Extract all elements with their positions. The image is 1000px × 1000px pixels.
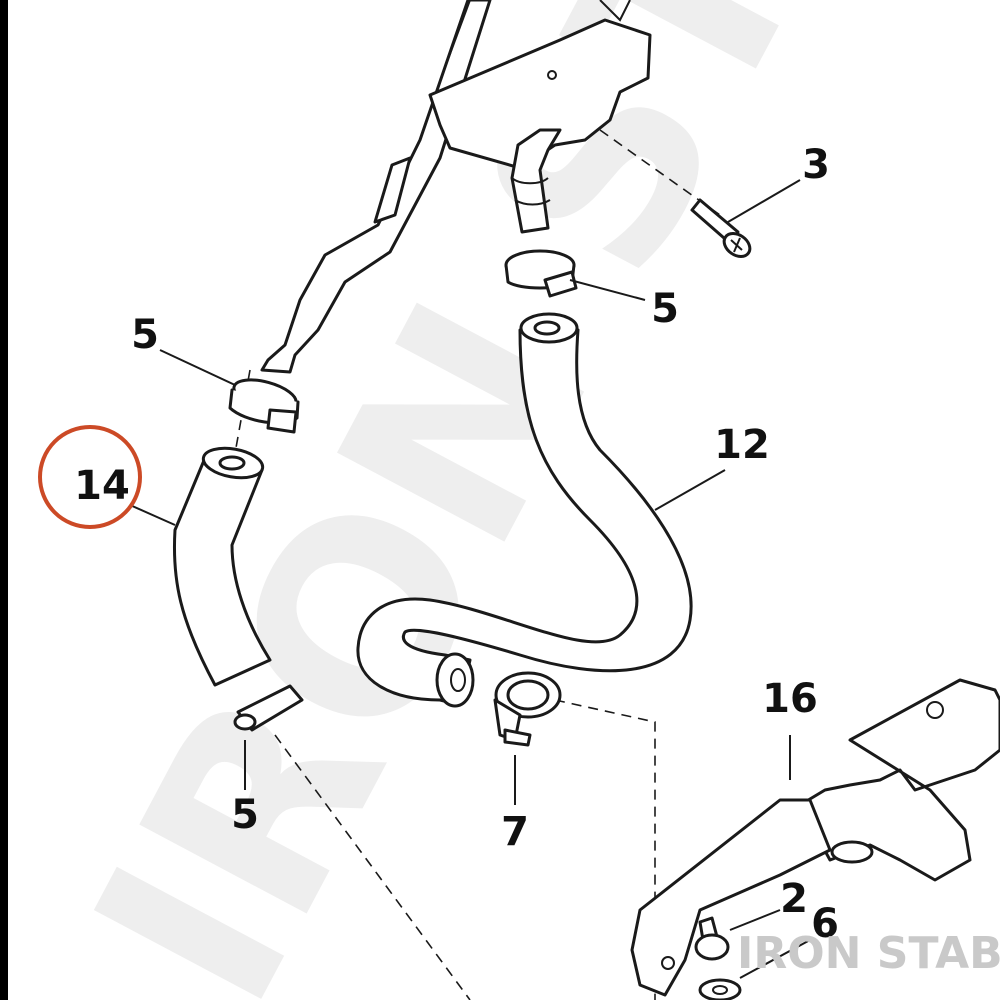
callout-7: 7 <box>501 809 529 855</box>
guide-line <box>554 699 656 1000</box>
leader-2 <box>729 909 781 931</box>
callout-12: 12 <box>714 422 770 468</box>
hose-part-12 <box>356 312 693 708</box>
callout-14: 14 <box>74 463 130 509</box>
clamp-part-5-bottom <box>233 684 304 732</box>
leader-14 <box>129 504 176 526</box>
callout-5-bottom: 5 <box>231 792 259 838</box>
leader-5-top-right <box>569 279 646 301</box>
callout-3: 3 <box>802 142 830 188</box>
fitting-tube <box>510 128 562 234</box>
screw-part-2 <box>694 916 730 961</box>
callout-5-top-left: 5 <box>131 312 159 358</box>
leader-6 <box>739 939 811 979</box>
watermark-brand: IRON STABLE <box>737 928 1000 979</box>
washer-part-6 <box>698 978 742 1000</box>
frame-tube <box>260 0 492 374</box>
mount-bracket <box>373 0 652 224</box>
guide-line <box>274 734 471 1000</box>
callout-16: 16 <box>762 676 818 722</box>
hose-part-14 <box>172 446 272 687</box>
leader-12 <box>654 469 726 511</box>
frame-bar <box>0 0 8 1000</box>
callout-5-top-right: 5 <box>651 286 679 332</box>
callout-2: 2 <box>780 876 808 922</box>
leader-5-top-left <box>159 349 236 386</box>
bracket-part-16 <box>630 678 1000 997</box>
clamp-part-7 <box>493 671 562 747</box>
clamp-part-5-left <box>228 378 300 434</box>
bolt-part-3 <box>690 198 752 258</box>
callout-6: 6 <box>811 901 839 947</box>
leader-3 <box>727 179 801 223</box>
clamp-part-5-top <box>504 249 578 298</box>
highlight-circle <box>38 425 142 529</box>
